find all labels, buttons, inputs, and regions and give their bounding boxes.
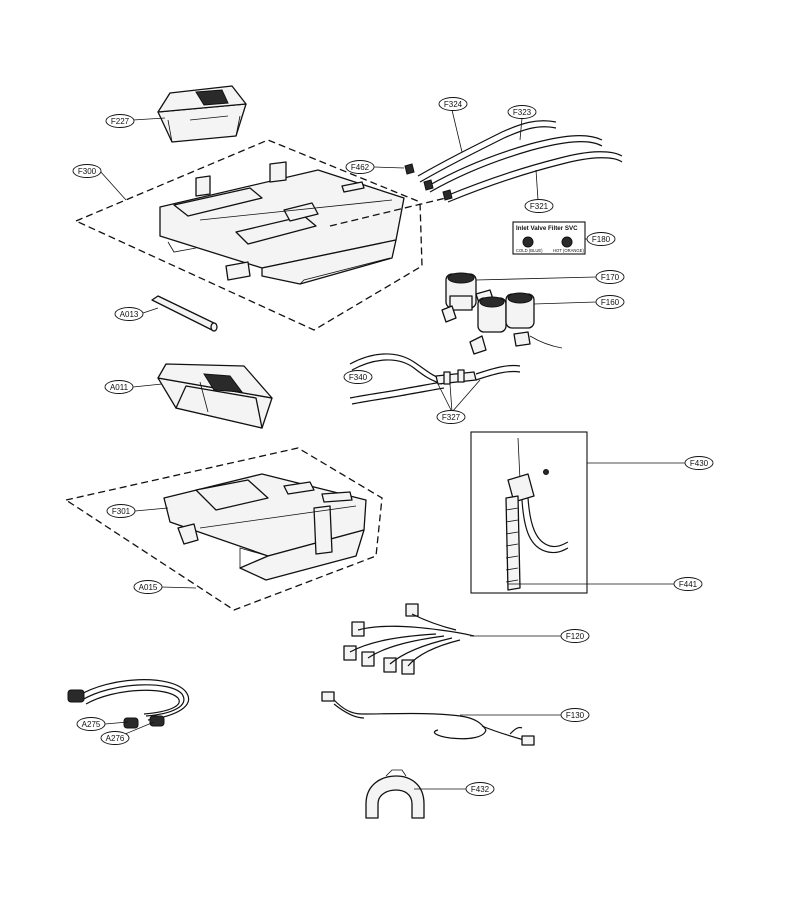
label-f441: F441 bbox=[673, 577, 703, 591]
svg-text:F462: F462 bbox=[351, 163, 370, 172]
svg-text:F120: F120 bbox=[566, 632, 585, 641]
group-frame-a015 bbox=[64, 447, 383, 611]
svg-text:F340: F340 bbox=[349, 373, 368, 382]
svg-text:F430: F430 bbox=[690, 459, 709, 468]
label-a275: A275 bbox=[76, 717, 106, 731]
part-f120-harness bbox=[343, 603, 475, 675]
part-f321-hose bbox=[445, 151, 623, 203]
svg-text:A276: A276 bbox=[106, 734, 125, 743]
label-f300: F300 bbox=[72, 164, 102, 178]
svg-text:F130: F130 bbox=[566, 711, 585, 720]
label-f130: F130 bbox=[560, 708, 590, 722]
leader-lines bbox=[99, 109, 685, 790]
sticker-cold-label: COLD (BLUE) bbox=[516, 248, 543, 253]
part-f430-hose-assembly bbox=[505, 437, 569, 591]
svg-text:A275: A275 bbox=[82, 720, 101, 729]
svg-text:A013: A013 bbox=[120, 310, 139, 319]
svg-text:F170: F170 bbox=[601, 273, 620, 282]
part-f160-valve bbox=[469, 292, 563, 355]
svg-text:F432: F432 bbox=[471, 785, 490, 794]
hose-assembly-guide bbox=[329, 197, 447, 227]
svg-text:A015: A015 bbox=[139, 583, 158, 592]
part-f180-sticker: Inlet Valve Filter SVC COLD (BLUE) HOT (… bbox=[512, 221, 586, 255]
label-f430: F430 bbox=[684, 456, 714, 470]
label-f432: F432 bbox=[465, 782, 495, 796]
svg-text:F300: F300 bbox=[78, 167, 97, 176]
label-f340: F340 bbox=[343, 370, 373, 384]
svg-text:A011: A011 bbox=[110, 383, 129, 392]
label-a013: A013 bbox=[114, 307, 144, 321]
part-f432-hose-guide bbox=[365, 769, 425, 819]
part-a011-tray bbox=[157, 363, 273, 429]
part-f301-dispenser-assembly bbox=[163, 473, 367, 581]
group-frame-f300 bbox=[74, 139, 423, 331]
label-f462: F462 bbox=[345, 160, 375, 174]
part-a275-a276-inlet-hoses bbox=[67, 679, 190, 729]
svg-text:F321: F321 bbox=[530, 202, 549, 211]
label-f327: F327 bbox=[436, 410, 466, 424]
part-f227-tray bbox=[157, 85, 247, 143]
svg-text:F180: F180 bbox=[592, 235, 611, 244]
sticker-title: Inlet Valve Filter SVC bbox=[516, 225, 578, 232]
sticker-hot-label: HOT (ORANGE) bbox=[553, 248, 584, 253]
part-f324-hose bbox=[417, 120, 557, 183]
svg-text:F323: F323 bbox=[513, 108, 532, 117]
part-f130-harness bbox=[321, 691, 535, 746]
label-f120: F120 bbox=[560, 629, 590, 643]
cold-knob-icon bbox=[522, 236, 534, 248]
part-f340-hose bbox=[349, 353, 445, 405]
label-f170: F170 bbox=[595, 270, 625, 284]
label-f324: F324 bbox=[438, 97, 468, 111]
svg-text:F441: F441 bbox=[679, 580, 698, 589]
group-frame-f430 bbox=[470, 431, 588, 594]
label-a011: A011 bbox=[104, 380, 134, 394]
label-f323: F323 bbox=[507, 105, 537, 119]
label-f227: F227 bbox=[105, 114, 135, 128]
part-f327-connectors bbox=[435, 364, 521, 385]
label-f301: F301 bbox=[106, 504, 136, 518]
svg-text:F160: F160 bbox=[601, 298, 620, 307]
label-f180: F180 bbox=[586, 232, 616, 246]
part-a013-rod bbox=[151, 295, 218, 332]
label-f160: F160 bbox=[595, 295, 625, 309]
hot-knob-icon bbox=[561, 236, 573, 248]
part-f323-hose bbox=[427, 135, 603, 193]
label-a015: A015 bbox=[133, 580, 163, 594]
part-f300-dispenser-housing bbox=[159, 161, 405, 285]
svg-text:F327: F327 bbox=[442, 413, 461, 422]
label-a276: A276 bbox=[100, 731, 130, 745]
svg-text:F227: F227 bbox=[111, 117, 130, 126]
svg-text:F301: F301 bbox=[112, 507, 131, 516]
svg-text:F324: F324 bbox=[444, 100, 463, 109]
part-f462-clamps bbox=[404, 163, 453, 201]
label-f321: F321 bbox=[524, 199, 554, 213]
